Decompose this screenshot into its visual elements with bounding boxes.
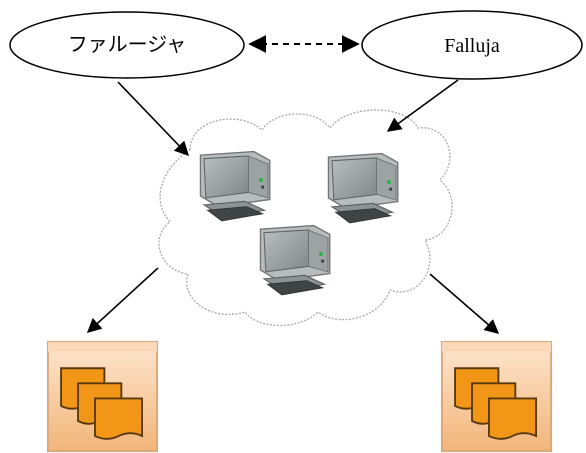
term-node-left: ファルージャ bbox=[9, 11, 245, 79]
cloud-network-icon bbox=[158, 109, 453, 327]
term-label-right: Falluja bbox=[444, 35, 500, 57]
computer-icon bbox=[327, 152, 399, 224]
network-to-docs-arrow-left bbox=[86, 267, 159, 333]
documents-icon-right bbox=[440, 340, 553, 453]
term-to-network-arrow-right bbox=[386, 79, 459, 132]
term-to-network-arrow-left bbox=[117, 81, 189, 157]
term-label-left: ファルージャ bbox=[68, 34, 187, 56]
documents-icon-left bbox=[46, 340, 159, 453]
computer-icon bbox=[199, 150, 271, 222]
term-node-right: Falluja bbox=[361, 10, 583, 80]
computer-icon bbox=[259, 224, 331, 296]
network-to-docs-arrow-right bbox=[429, 273, 500, 334]
